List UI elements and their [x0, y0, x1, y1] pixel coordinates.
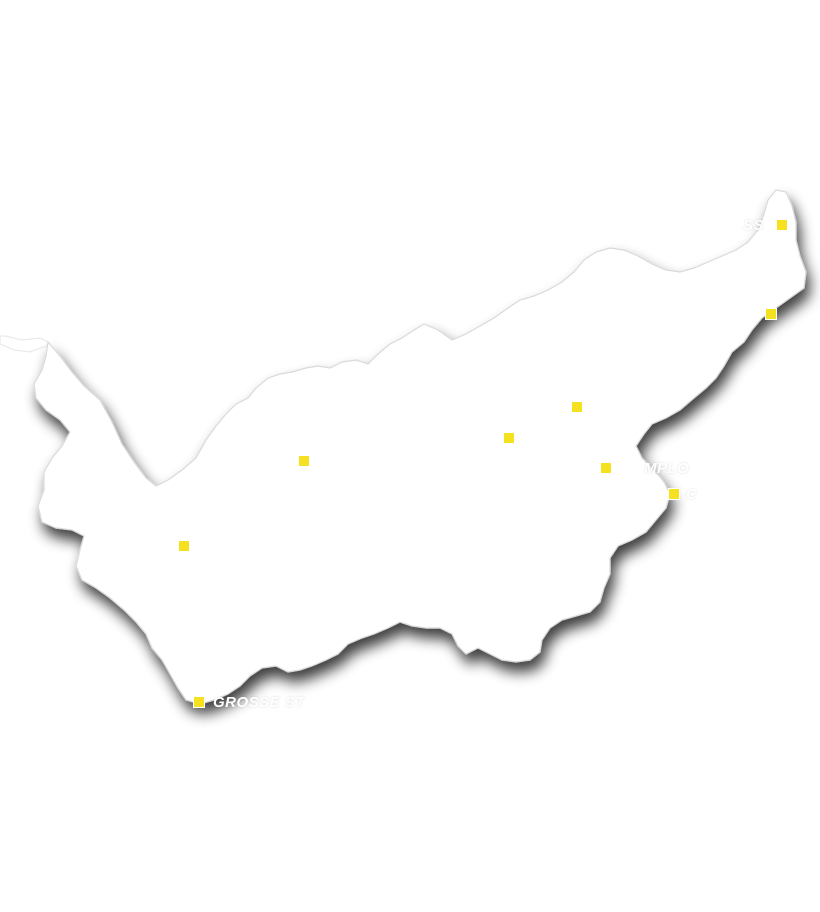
marker-9[interactable]	[193, 696, 205, 708]
region-outline	[33, 189, 807, 705]
marker-1-label: SS	[743, 217, 765, 234]
marker-5[interactable]	[298, 455, 310, 467]
marker-3[interactable]	[571, 401, 583, 413]
marker-6[interactable]	[600, 462, 612, 474]
marker-7[interactable]	[668, 488, 680, 500]
marker-9-label: GROSSE ST	[213, 694, 306, 711]
marker-8[interactable]	[178, 540, 190, 552]
marker-4[interactable]	[503, 432, 515, 444]
marker-2[interactable]	[765, 308, 777, 320]
marker-6-label: MPLO	[644, 460, 690, 477]
marker-7-label: C	[686, 486, 698, 503]
neighbor-edge-left	[0, 335, 49, 353]
marker-1[interactable]	[776, 219, 788, 231]
